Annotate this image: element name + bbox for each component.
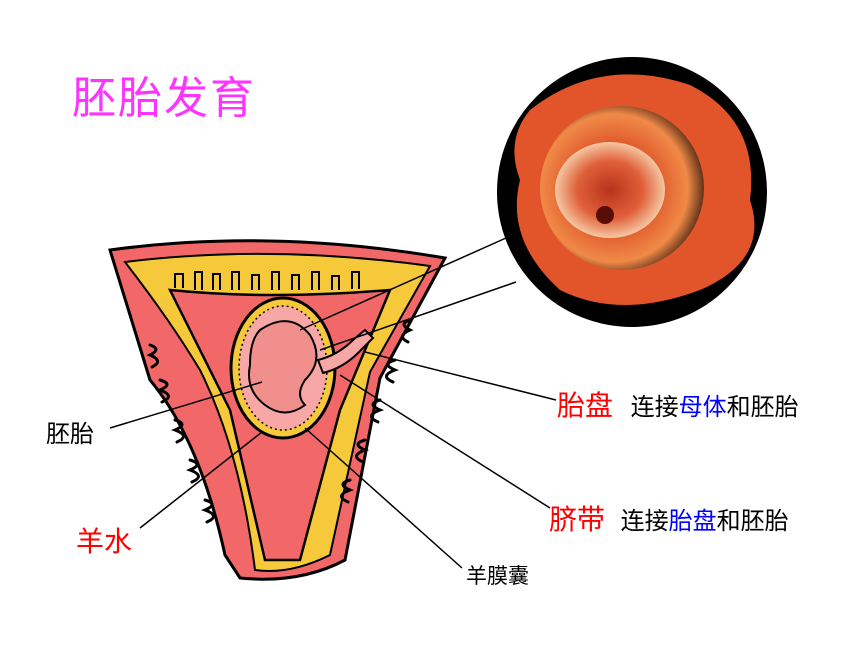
leader-sac [304, 427, 463, 569]
embryo-shape [248, 320, 318, 414]
leader-cord [339, 374, 551, 509]
zoom-line-bottom [319, 281, 517, 351]
label-amniotic-fluid: 羊水 [76, 525, 133, 558]
cord-placenta: 胎盘 [668, 507, 717, 535]
placenta-mother: 母体 [678, 393, 727, 421]
label-embryo: 胚胎 [46, 420, 94, 448]
cord-term: 脐带 [549, 503, 606, 536]
leader-placenta [364, 351, 557, 401]
embryo-photo [500, 60, 764, 324]
label-umbilical-cord: 脐带 连接胎盘和胚胎 [549, 498, 789, 538]
page-title: 胚胎发育 [72, 73, 256, 124]
label-placenta: 胎盘 连接母体和胚胎 [557, 384, 799, 424]
placenta-and-embryo: 和胚胎 [726, 393, 799, 421]
placenta-term: 胎盘 [557, 389, 614, 422]
label-amniotic-sac: 羊膜囊 [466, 564, 529, 588]
zoom-line-top [299, 237, 507, 331]
side-glands [146, 318, 414, 524]
top-glands [174, 271, 360, 290]
placenta-connect: 连接 [630, 393, 679, 421]
leader-amniotic-fluid [139, 431, 263, 529]
leader-embryo [109, 381, 263, 429]
cord-and-embryo: 和胚胎 [716, 507, 789, 535]
cord-connect: 连接 [620, 507, 669, 535]
umbilical-cord [316, 328, 375, 375]
